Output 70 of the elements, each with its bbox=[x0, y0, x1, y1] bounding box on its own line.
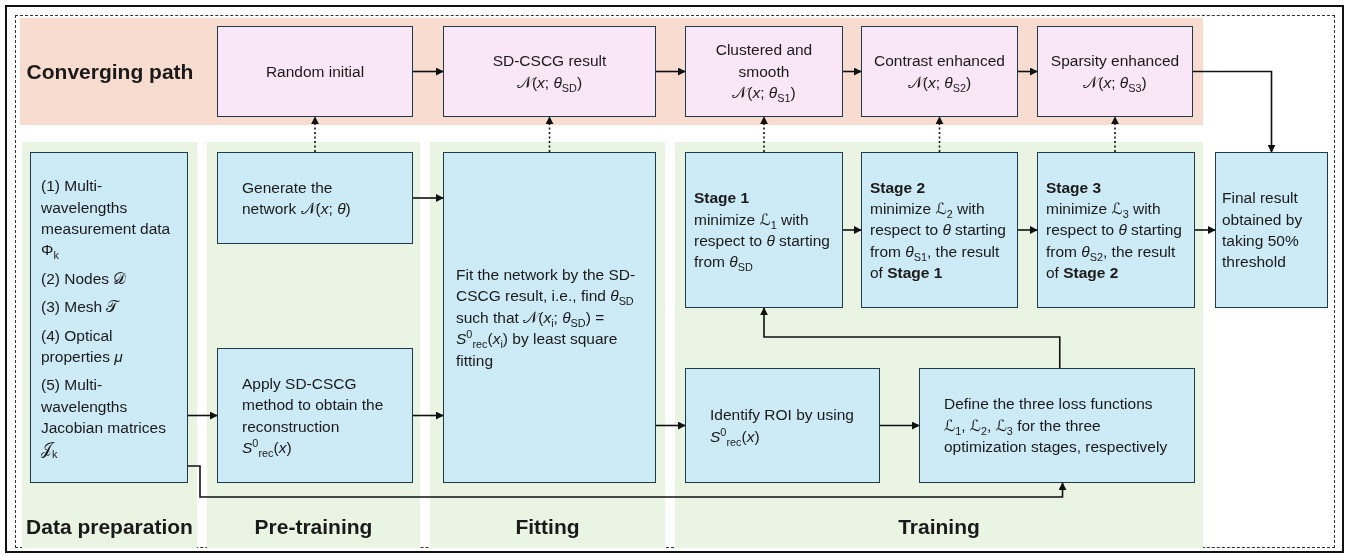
arrow bbox=[412, 67, 444, 76]
arrow bbox=[879, 421, 920, 430]
process-box bbox=[30, 152, 188, 483]
process-box bbox=[685, 368, 880, 483]
stage-band bbox=[20, 18, 1203, 125]
process-box bbox=[217, 348, 413, 483]
stage-band bbox=[22, 142, 197, 548]
process-box bbox=[1037, 152, 1195, 308]
band-title: Data preparation bbox=[25, 513, 194, 540]
box-text: Generate the network 𝒩(x; θ) bbox=[242, 177, 352, 219]
box-text: Random initial bbox=[264, 61, 366, 82]
arrow bbox=[412, 411, 444, 420]
result-box bbox=[685, 26, 843, 117]
box-text: SD-CSCG result bbox=[491, 51, 608, 72]
box-text: minimize ℒ$_{2}$ with respect to θ starting from θ$_{S1}$, the result of Stage 1 bbox=[870, 198, 1007, 284]
box-text: Identify ROI by using S$^{0}$$_{rec}$(x) bbox=[710, 405, 855, 447]
result-box bbox=[217, 26, 413, 117]
result-box bbox=[1037, 26, 1193, 117]
dotted-arrow bbox=[545, 116, 554, 153]
band-title: Converging path bbox=[25, 58, 195, 85]
stage-band bbox=[430, 142, 665, 548]
process-box bbox=[443, 152, 656, 483]
box-text: 𝒩(x; θ$_{S2}$) bbox=[906, 72, 973, 93]
box-text: Define the three loss functions ℒ$_{1}$, ℒ$_{2}$, ℒ$_{3}$ for the three optimization stages, respectively bbox=[944, 394, 1169, 458]
stage-band bbox=[675, 142, 1203, 548]
process-box bbox=[685, 152, 843, 308]
process-box bbox=[217, 152, 413, 244]
arrow bbox=[842, 226, 862, 234]
process-box bbox=[1215, 152, 1328, 308]
box-text: Fit the network by the SD-CSCG result, i.e., find θ$_{SD}$ such that 𝒩(x$_{i}$; θ$_{SD}$) = S$^{0}$$_{rec}$(x$_{i}$) by least square fitting bbox=[456, 265, 637, 371]
box-text: 𝒩(x; θ$_{S3}$) bbox=[1082, 72, 1148, 93]
arrow bbox=[1017, 226, 1038, 234]
box-text: Contrast enhanced bbox=[873, 51, 1006, 72]
arrow bbox=[760, 307, 1061, 369]
arrow bbox=[412, 194, 444, 202]
band-title: Pre-training bbox=[253, 513, 374, 540]
box-text: 𝒩(x; θ$_{S1}$) bbox=[731, 83, 797, 104]
arrow bbox=[187, 411, 218, 420]
arrow bbox=[842, 67, 862, 76]
stage-heading: Stage 1 bbox=[694, 188, 751, 209]
box-text: (4) Optical properties μ bbox=[41, 325, 124, 367]
box-text: (5) Multi-wavelengths Jacobian matrices 𝒥$_{k}$ bbox=[41, 375, 167, 460]
stage-heading: Stage 2 bbox=[870, 177, 927, 198]
arrow bbox=[1194, 226, 1216, 234]
box-text: (2) Nodes 𝒟 bbox=[41, 268, 128, 289]
box-text: minimize ℒ$_{1}$ with respect to θ starting from θ$_{SD}$ bbox=[694, 209, 831, 273]
arrow bbox=[655, 421, 686, 430]
band-title: Training bbox=[897, 513, 981, 540]
dotted-arrow bbox=[935, 116, 944, 153]
band-title: Fitting bbox=[514, 513, 581, 540]
box-text: minimize ℒ$_{3}$ with respect to θ starting from θ$_{S2}$, the result of Stage 2 bbox=[1046, 198, 1183, 284]
box-text: Sparsity enhanced bbox=[1049, 51, 1181, 72]
process-box bbox=[919, 368, 1195, 483]
result-box bbox=[443, 26, 656, 117]
result-box bbox=[861, 26, 1018, 117]
box-text: 𝒩(x; θ$_{SD}$) bbox=[515, 72, 584, 93]
stage-band bbox=[207, 142, 420, 548]
box-text: (1) Multi-wavelengths measurement data Φ$_{k}$ bbox=[41, 176, 172, 261]
box-text: Final result obtained by taking 50% threshold bbox=[1222, 188, 1304, 273]
dotted-arrow bbox=[760, 116, 768, 153]
box-text: Apply SD-CSCG method to obtain the reconstruction S$^{0}$$_{rec}$(x) bbox=[242, 373, 385, 459]
arrow bbox=[187, 465, 1067, 498]
arrow bbox=[1192, 70, 1276, 153]
stage-heading: Stage 3 bbox=[1046, 177, 1103, 198]
arrow bbox=[655, 67, 686, 76]
dotted-arrow bbox=[1111, 116, 1119, 153]
dotted-arrow bbox=[311, 116, 319, 153]
process-box bbox=[861, 152, 1018, 308]
arrow bbox=[1017, 67, 1038, 76]
box-text: (3) Mesh 𝒯 bbox=[41, 297, 121, 318]
